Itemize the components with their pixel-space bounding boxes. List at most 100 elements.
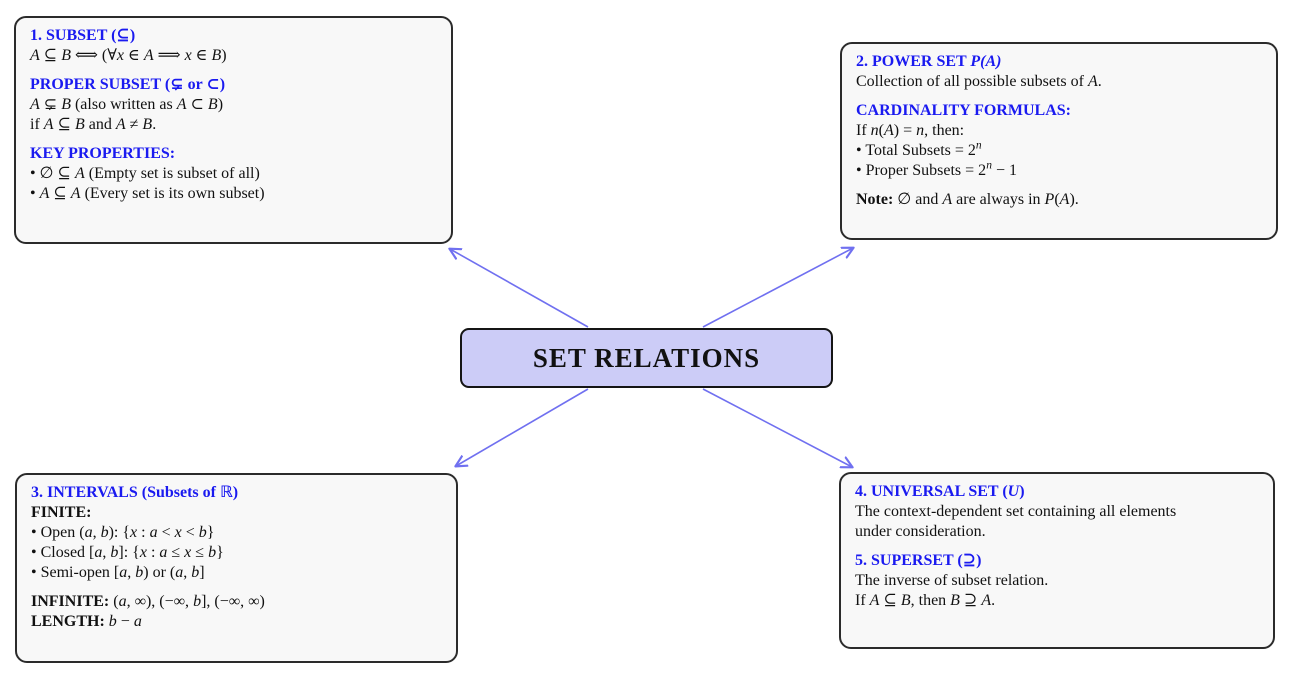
text-run: a	[119, 564, 128, 581]
arrow-center-to-universal-box	[702, 388, 852, 467]
text-line: under consideration.	[855, 522, 1259, 542]
text-line: INFINITE: (a, ∞), (−∞, b], (−∞, ∞)	[31, 592, 442, 612]
text-run: ≤	[191, 544, 209, 561]
text-run: x	[184, 544, 192, 561]
text-line: The context-dependent set containing all…	[855, 502, 1259, 522]
text-run: 5. SUPERSET (⊇)	[855, 552, 982, 569]
text-run: b	[191, 564, 200, 581]
text-run: B	[61, 47, 71, 64]
arrow-center-to-intervals-box	[456, 388, 589, 466]
text-run: A	[39, 185, 50, 202]
text-run: (	[878, 122, 884, 139]
text-run: ⊂	[186, 96, 208, 113]
text-run: ⊆	[879, 592, 901, 609]
text-run: ⟹	[153, 47, 185, 64]
text-run: A	[1059, 191, 1070, 208]
text-run: under consideration.	[855, 523, 986, 540]
text-run: ∈	[191, 47, 212, 64]
center-node: SET RELATIONS	[460, 328, 833, 388]
text-line: 4. UNIVERSAL SET (U)	[855, 482, 1259, 502]
text-run: The context-dependent set containing all…	[855, 503, 1177, 520]
text-run: a	[84, 524, 93, 541]
text-run: n	[975, 139, 982, 152]
text-line: • Proper Subsets = 2n − 1	[856, 159, 1262, 181]
arrow-center-to-powerset-box	[702, 248, 853, 328]
text-line: The inverse of subset relation.	[855, 571, 1259, 591]
text-run: The inverse of subset relation.	[855, 572, 1049, 589]
text-run: 4. UNIVERSAL SET (	[855, 483, 1008, 500]
text-run: n	[986, 159, 992, 172]
text-run: n	[870, 122, 879, 139]
text-run: INFINITE:	[31, 593, 114, 610]
text-line: Collection of all possible subsets of A.	[856, 72, 1262, 92]
text-run: ,	[102, 544, 111, 561]
text-run: .	[152, 116, 157, 133]
text-run: • Total Subsets = 2	[856, 142, 976, 159]
text-run: A	[143, 47, 154, 64]
text-run: , ∞), (−∞,	[126, 593, 194, 610]
text-run: If	[856, 122, 871, 139]
text-run: 2. POWER SET	[856, 53, 971, 70]
text-run: B	[74, 116, 85, 133]
text-line: 1. SUBSET (⊆)	[30, 26, 437, 46]
text-run: • ∅ ⊆	[30, 165, 75, 182]
center-node-label: SET RELATIONS	[532, 342, 761, 373]
text-run: a	[133, 613, 142, 630]
text-run: CARDINALITY FORMULAS:	[856, 102, 1071, 119]
text-run: LENGTH:	[31, 613, 109, 630]
text-run: x	[130, 524, 138, 541]
text-run: b	[108, 613, 117, 630]
text-run: a	[175, 564, 184, 581]
text-run: A	[30, 96, 40, 113]
text-run: (Every set is its own subset)	[80, 185, 265, 202]
text-line: • Open (a, b): {x : a < x < b}	[31, 523, 442, 543]
text-line: PROPER SUBSET (⊊ or ⊂)	[30, 75, 437, 95]
text-run: 1. SUBSET (⊆)	[30, 27, 136, 44]
text-line: • Semi-open [a, b) or (a, b]	[31, 563, 442, 583]
text-run: ⊊	[39, 96, 62, 113]
text-run: <	[181, 524, 199, 541]
text-run: x	[174, 524, 182, 541]
text-run: B	[207, 96, 218, 113]
text-run: A	[981, 592, 992, 609]
text-run: b	[110, 544, 119, 561]
text-run: P(A)	[970, 53, 1002, 70]
text-run: ], (−∞, ∞)	[201, 593, 265, 610]
text-run: x	[116, 47, 124, 64]
text-run: B	[142, 116, 153, 133]
text-run: b	[135, 564, 144, 581]
text-run: ,	[127, 564, 136, 581]
text-line: A ⊆ B ⟺ (∀x ∈ A ⟹ x ∈ B)	[30, 46, 437, 66]
text-line: FINITE:	[31, 503, 442, 523]
text-run: a	[159, 544, 168, 561]
text-run: A	[115, 116, 126, 133]
text-run: )	[217, 96, 224, 113]
text-run: ≤	[167, 544, 185, 561]
text-run: P	[1044, 191, 1055, 208]
text-run: A	[74, 165, 85, 182]
text-run: , then	[910, 592, 951, 609]
text-run: B	[950, 592, 960, 609]
text-run: B	[211, 47, 222, 64]
text-line: LENGTH: b − a	[31, 612, 442, 632]
text-run: •	[30, 185, 40, 202]
text-line: CARDINALITY FORMULAS:	[856, 101, 1262, 121]
text-run: B	[900, 592, 911, 609]
text-line: • Closed [a, b]: {x : a ≤ x ≤ b}	[31, 543, 442, 563]
text-run: (also written as	[70, 96, 177, 113]
text-run: }	[216, 544, 224, 561]
text-run: (	[113, 593, 119, 610]
text-run: )	[221, 47, 227, 64]
text-run: A	[70, 185, 81, 202]
text-run: :	[137, 524, 150, 541]
text-run: ,	[183, 564, 192, 581]
text-run: a	[94, 544, 103, 561]
text-run: a	[118, 593, 127, 610]
text-run: if	[30, 116, 44, 133]
text-run: (	[1054, 191, 1060, 208]
text-run: ⊆	[39, 47, 62, 64]
text-run: x	[184, 47, 192, 64]
text-run: n	[916, 122, 925, 139]
text-run: If	[855, 592, 870, 609]
text-line: • Total Subsets = 2n	[856, 139, 1262, 161]
